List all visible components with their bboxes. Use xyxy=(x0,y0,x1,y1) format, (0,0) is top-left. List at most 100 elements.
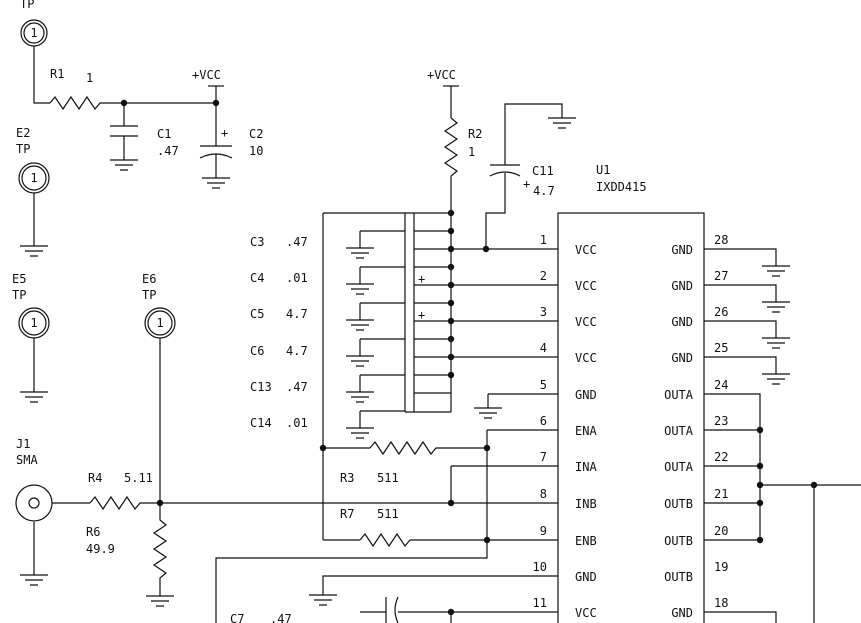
ic-pin-number: 18 xyxy=(714,596,728,610)
ic-pin-name: INB xyxy=(575,497,597,511)
ic-pin-number: 1 xyxy=(540,233,547,247)
ic-pin-name: VCC xyxy=(575,243,597,257)
c5-ref: C5 xyxy=(250,307,264,321)
ground-symbol xyxy=(146,595,174,607)
c11-ref: C11 xyxy=(532,164,554,178)
ic-pin-number: 28 xyxy=(714,233,728,247)
ic-pin-number: 5 xyxy=(540,378,547,392)
c7-ref: C7 xyxy=(230,612,244,623)
test-point-label: TP xyxy=(20,0,34,11)
junction-dot xyxy=(212,99,220,107)
cap-polarity: + xyxy=(418,272,425,286)
ground-symbols xyxy=(20,85,790,607)
ground-symbol xyxy=(346,391,374,403)
junction-dot xyxy=(447,281,455,289)
test-point-top: 1 TP xyxy=(20,0,48,47)
cap-polarity: + xyxy=(418,308,425,322)
sma-connector-j1: J1 SMA xyxy=(15,437,53,522)
ground-symbol xyxy=(309,594,337,606)
junction-dot xyxy=(447,263,455,271)
ground-symbol xyxy=(20,391,48,403)
junction-dot xyxy=(810,481,818,489)
c11-polarity: + xyxy=(523,177,530,191)
junction-dot xyxy=(447,353,455,361)
c11-value: 4.7 xyxy=(533,184,555,198)
c1-value: .47 xyxy=(157,144,179,158)
ic-pin-name: GND xyxy=(671,315,693,329)
connector-ref: J1 xyxy=(16,437,30,451)
ic-pin-number: 21 xyxy=(714,487,728,501)
ic-pin-name: VCC xyxy=(575,606,597,620)
ic-pin-number: 11 xyxy=(533,596,547,610)
c7-value: .47 xyxy=(270,612,292,623)
ic-pin-number: 10 xyxy=(533,560,547,574)
junction-dot xyxy=(447,335,455,343)
ic-pin-name: GND xyxy=(671,279,693,293)
ic-pin-number: 9 xyxy=(540,524,547,538)
c1-ref: C1 xyxy=(157,127,171,141)
c5-value: 4.7 xyxy=(286,307,308,321)
r6-value: 49.9 xyxy=(86,542,115,556)
ground-symbol xyxy=(20,245,48,257)
test-point-ref: E2 xyxy=(16,126,30,140)
r3-ref: R3 xyxy=(340,471,354,485)
junction-dot xyxy=(756,462,764,470)
junction-dot xyxy=(447,317,455,325)
ic-pins-right: 28GND27GND26GND25GND24OUTA23OUTA22OUTA21… xyxy=(664,233,728,620)
ic-pin-name: OUTB xyxy=(664,534,693,548)
ic-u1: U1 IXDD415 1VCC2VCC3VCC4VCC5GND6ENA7INA8… xyxy=(533,163,728,623)
ic-pin-name: GND xyxy=(671,606,693,620)
ic-pin-name: VCC xyxy=(575,351,597,365)
test-point-label: TP xyxy=(12,288,26,302)
ic-pin-number: 20 xyxy=(714,524,728,538)
r2-value: 1 xyxy=(468,145,475,159)
c2-polarity: + xyxy=(221,126,228,140)
ic-part: IXDD415 xyxy=(596,180,647,194)
ic-pin-name: VCC xyxy=(575,279,597,293)
test-point-glyph: 1 xyxy=(30,316,37,330)
ic-pin-name: VCC xyxy=(575,315,597,329)
test-point-label: TP xyxy=(142,288,156,302)
ic-pin-number: 24 xyxy=(714,378,728,392)
junction-dot xyxy=(483,536,491,544)
r4-ref: R4 xyxy=(88,471,102,485)
test-point-ref: E5 xyxy=(12,272,26,286)
ic-pin-name: GND xyxy=(671,243,693,257)
test-point-ref: E6 xyxy=(142,272,156,286)
c3-ref: C3 xyxy=(250,235,264,249)
ic-pins-left: 1VCC2VCC3VCC4VCC5GND6ENA7INA8INB9ENB10GN… xyxy=(533,233,598,620)
ground-symbol xyxy=(346,283,374,295)
c14-ref: C14 xyxy=(250,416,272,430)
ic-pin-name: ENA xyxy=(575,424,597,438)
c3-value: .47 xyxy=(286,235,308,249)
junction-dot xyxy=(756,499,764,507)
ic-pin-number: 19 xyxy=(714,560,728,574)
junction-dot xyxy=(447,209,455,217)
junction-dot xyxy=(756,426,764,434)
r3-value: 511 xyxy=(377,471,399,485)
wires xyxy=(33,46,861,623)
junction-dot xyxy=(156,499,164,507)
ground-symbol xyxy=(202,177,230,189)
r6-ref: R6 xyxy=(86,525,100,539)
ic-pin-name: OUTA xyxy=(664,388,694,402)
junction-dot xyxy=(319,444,327,452)
junction-dot xyxy=(447,371,455,379)
ic-pin-name: INA xyxy=(575,460,597,474)
component-labels: R1 1 C1 .47 + C2 10 R2 1 C11 + 4.7 C3 .4… xyxy=(50,67,555,623)
r7-ref: R7 xyxy=(340,507,354,521)
r2-ref: R2 xyxy=(468,127,482,141)
junctions xyxy=(120,99,818,616)
r7-value: 511 xyxy=(377,507,399,521)
vcc-label: +VCC xyxy=(192,68,221,82)
ic-ref: U1 xyxy=(596,163,610,177)
test-point-label: TP xyxy=(16,142,30,156)
ic-pin-number: 26 xyxy=(714,305,728,319)
ic-pin-name: GND xyxy=(575,388,597,402)
c2-value: 10 xyxy=(249,144,263,158)
ground-symbol xyxy=(20,574,48,586)
junction-dot xyxy=(447,608,455,616)
ic-pin-number: 23 xyxy=(714,414,728,428)
ic-pin-name: OUTB xyxy=(664,570,693,584)
ic-pin-number: 6 xyxy=(540,414,547,428)
